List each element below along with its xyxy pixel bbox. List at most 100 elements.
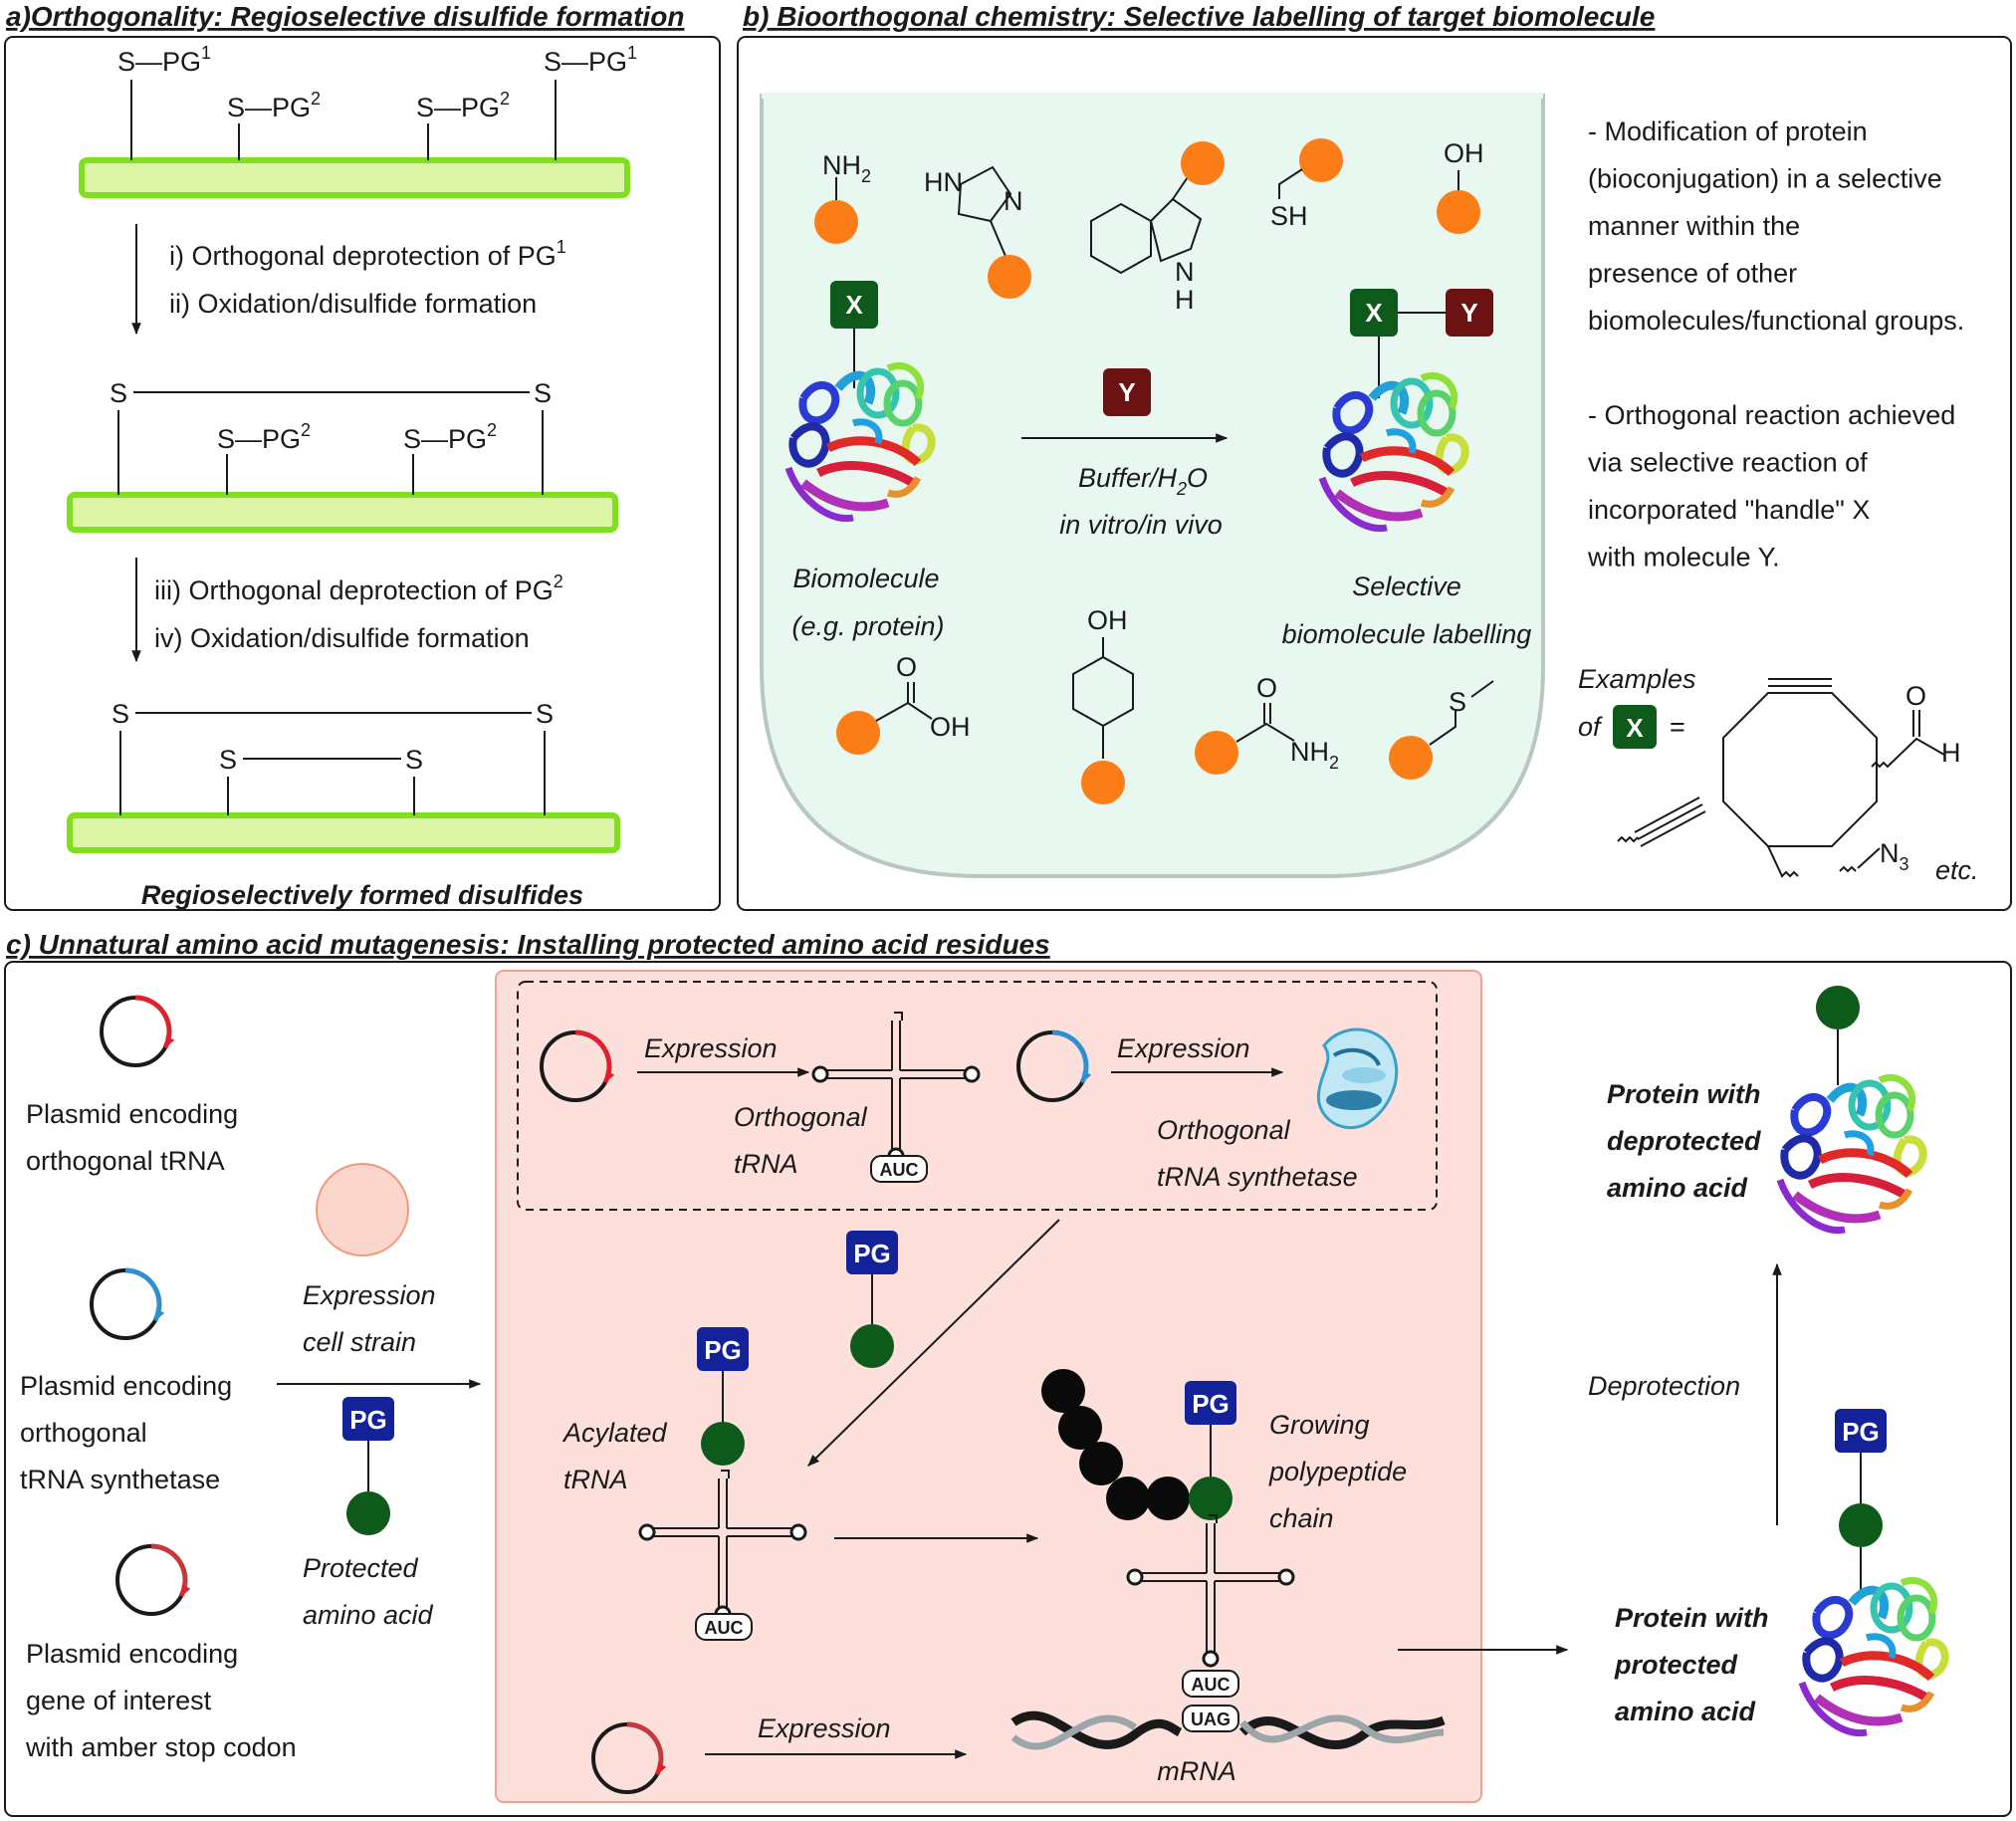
orth-trna-label-2: tRNA xyxy=(734,1149,798,1179)
panel-a-frame xyxy=(4,36,721,911)
pg-badge-left xyxy=(342,1397,394,1441)
svg-text:O: O xyxy=(1256,673,1277,703)
biomolecule-label-2: (e.g. protein) xyxy=(791,611,944,641)
svg-text:NH2: NH2 xyxy=(822,150,871,186)
peptide-bar-3 xyxy=(67,812,620,853)
step-4-label: iv) Oxidation/disulfide formation xyxy=(154,623,530,653)
expression-label-2: Expression xyxy=(1117,1033,1250,1063)
plasmid-1-line-1: Plasmid encoding xyxy=(26,1099,238,1129)
biomolecule-label-1: Biomolecule xyxy=(792,564,939,593)
residue-serine: OH xyxy=(1437,138,1484,234)
svg-text:OH: OH xyxy=(1444,138,1484,168)
svg-text:X: X xyxy=(1365,298,1383,328)
plasmid-3-line-1: Plasmid encoding xyxy=(26,1639,238,1669)
amino-acid-free xyxy=(850,1324,894,1368)
growing-label-3: chain xyxy=(1269,1503,1334,1533)
prot-protected-label-2: protected xyxy=(1614,1650,1738,1680)
alkyne-structure xyxy=(1617,797,1706,847)
panel-b: b) Bioorthogonal chemistry: Selective la… xyxy=(737,1,2012,911)
svg-text:OH: OH xyxy=(1087,605,1128,635)
selective-label-1: Selective xyxy=(1352,571,1461,601)
pg-badge-chain xyxy=(1185,1381,1236,1425)
condition-invivo: in vitro/in vivo xyxy=(1059,510,1223,540)
protected-aa-label-1: Protected xyxy=(303,1553,419,1583)
description-line: - Modification of protein xyxy=(1588,116,1868,146)
description-line: manner within the xyxy=(1588,211,1800,241)
s-pg1-label-left: S—PG1 xyxy=(117,43,211,77)
expression-label-1: Expression xyxy=(644,1033,778,1063)
panel-c-title: c) Unnatural amino acid mutagenesis: Ins… xyxy=(6,929,1050,960)
svg-text:O: O xyxy=(896,652,917,682)
azide-structure: N3 xyxy=(1839,838,1909,874)
equals-sign: = xyxy=(1670,712,1685,742)
svg-text:H: H xyxy=(1941,738,1961,768)
residue-cysteine: SH xyxy=(1270,138,1343,231)
amino-acid-acylated xyxy=(701,1422,745,1466)
examples-of-label: of xyxy=(1578,712,1603,742)
s-pg2-label-2b: S—PG2 xyxy=(403,420,497,454)
panel-c: c) Unnatural amino acid mutagenesis: Ins… xyxy=(4,929,2012,1817)
residue-tyrosine: OH xyxy=(1072,605,1134,804)
description-line: - Orthogonal reaction achieved xyxy=(1588,400,1955,430)
protected-aa-label-2: amino acid xyxy=(303,1600,434,1630)
biomolecule-left: X xyxy=(788,281,933,519)
mrna-strand xyxy=(1010,1710,1446,1750)
s-pg2-label-left: S—PG2 xyxy=(227,89,321,122)
description-line: incorporated "handle" X xyxy=(1588,495,1870,525)
peptide-bar-1 xyxy=(79,157,630,198)
amino-acid-protein xyxy=(1839,1503,1883,1547)
s-label-3c: S xyxy=(219,745,237,775)
plasmid-synthetase-icon xyxy=(92,1270,159,1338)
residue-histidine: HN N xyxy=(924,165,1031,299)
expression-label-3: Expression xyxy=(758,1713,891,1743)
handle-x-badge xyxy=(830,281,878,329)
svg-text:Y: Y xyxy=(1460,298,1477,328)
orth-synth-label-2: tRNA synthetase xyxy=(1157,1162,1358,1192)
panel-a-title: a)Orthogonality: Regioselective disulfid… xyxy=(6,1,684,32)
prot-deprot-label-1: Protein with xyxy=(1607,1079,1761,1109)
arrow-to-acylation xyxy=(807,1219,1060,1467)
residue-tryptophan: N H xyxy=(1090,141,1225,315)
svg-text:N: N xyxy=(1004,186,1023,216)
step-3-label: iii) Orthogonal deprotection of PG2 xyxy=(154,571,563,605)
svg-text:PG: PG xyxy=(1192,1389,1230,1419)
expression-dashed-box xyxy=(517,981,1438,1211)
description-line: via selective reaction of xyxy=(1588,448,1868,478)
deprotection-label: Deprotection xyxy=(1588,1371,1740,1401)
protein-protected-cartoon xyxy=(1802,1580,1946,1732)
svg-text:N3: N3 xyxy=(1880,838,1909,874)
codon-uag: UAG xyxy=(1191,1709,1231,1729)
cyclooctyne-structure xyxy=(1722,678,1878,878)
svg-text:PG: PG xyxy=(1842,1417,1880,1447)
panel-a: a)Orthogonality: Regioselective disulfid… xyxy=(4,1,721,911)
mrna-label: mRNA xyxy=(1157,1756,1236,1786)
anticodon-auc-1: AUC xyxy=(880,1160,919,1180)
svg-text:X: X xyxy=(845,290,863,320)
protein-deprotected-cartoon xyxy=(1780,1077,1924,1230)
cell-interior-panel xyxy=(495,970,1482,1803)
expression-cell-icon xyxy=(316,1163,409,1256)
svg-text:O: O xyxy=(1905,681,1926,711)
prot-deprot-label-2: deprotected xyxy=(1607,1126,1761,1156)
s-label-3b: S xyxy=(536,699,554,729)
residue-lysine: NH2 xyxy=(814,150,871,244)
svg-text:H: H xyxy=(1175,285,1195,315)
aldehyde-structure: O H xyxy=(1871,681,1961,769)
growing-label-1: Growing xyxy=(1269,1410,1370,1440)
orth-synth-label-1: Orthogonal xyxy=(1157,1115,1291,1145)
svg-text:PG: PG xyxy=(349,1405,387,1435)
pg-badge-acylated xyxy=(697,1327,749,1371)
peptide-bar-2 xyxy=(67,492,618,533)
description-line: biomolecules/functional groups. xyxy=(1588,306,1964,336)
cell-label-2: cell strain xyxy=(303,1327,416,1357)
residue-aspartate: O OH xyxy=(836,652,971,755)
panel-c-frame xyxy=(4,961,2012,1817)
description-line: presence of other xyxy=(1588,259,1797,289)
s-label-3d: S xyxy=(405,745,423,775)
examples-label: Examples xyxy=(1578,664,1696,694)
residue-methionine: S xyxy=(1389,680,1494,780)
reaction-flask xyxy=(760,94,1545,878)
svg-text:PG: PG xyxy=(853,1239,891,1268)
selective-label-2: biomolecule labelling xyxy=(1282,619,1532,649)
svg-text:N: N xyxy=(1175,257,1195,287)
